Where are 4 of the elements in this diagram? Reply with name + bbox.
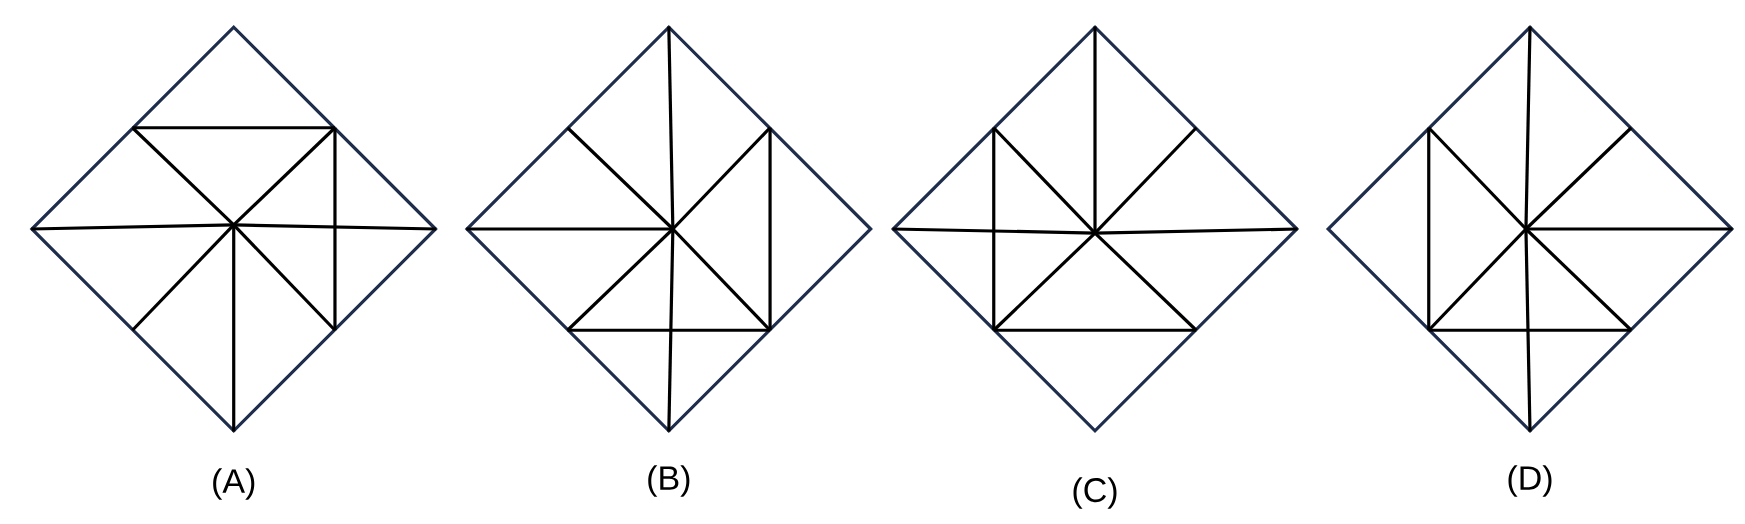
option-label: (A) [213,468,255,500]
option-label: (B) [648,465,690,497]
option-label: (D) [1508,465,1552,497]
option-label: (C) [1073,477,1117,509]
